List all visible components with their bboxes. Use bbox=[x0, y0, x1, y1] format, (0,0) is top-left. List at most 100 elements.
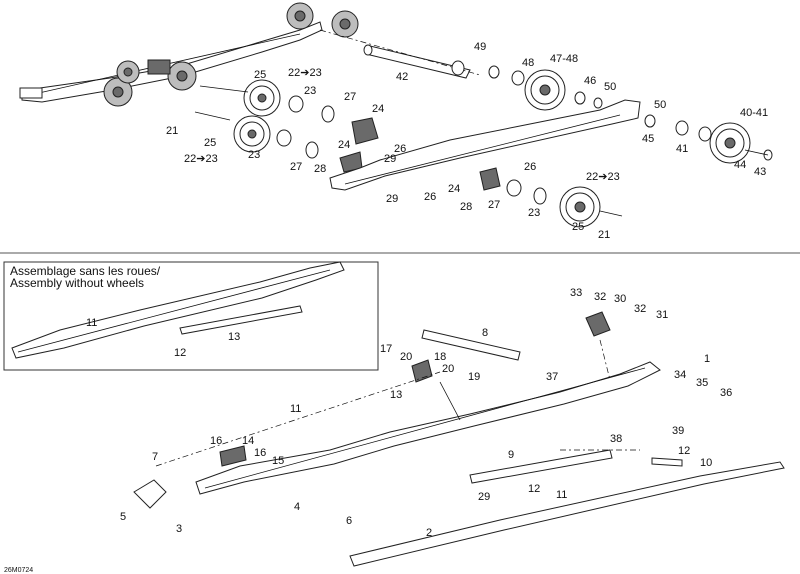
callout-16: 16 bbox=[210, 435, 222, 447]
callout-27: 27 bbox=[344, 91, 356, 103]
callout-18: 18 bbox=[434, 351, 446, 363]
callout-32: 32 bbox=[594, 291, 606, 303]
inset-box bbox=[3, 261, 379, 371]
callout-35: 35 bbox=[696, 377, 708, 389]
callout-29: 29 bbox=[384, 153, 396, 165]
wheel-40-41 bbox=[644, 114, 773, 164]
callout-33: 33 bbox=[570, 287, 582, 299]
hardware bbox=[155, 339, 640, 467]
callout-9: 9 bbox=[508, 449, 514, 461]
callout-28: 28 bbox=[314, 163, 326, 175]
callout-25-c: 25 bbox=[572, 221, 584, 233]
callout-12: 12 bbox=[678, 445, 690, 457]
bracket-30 bbox=[585, 311, 611, 337]
wheel-47-48 bbox=[524, 69, 566, 111]
callout-49: 49 bbox=[474, 41, 486, 53]
callout-20-b: 20 bbox=[442, 363, 454, 375]
callout-13: 13 bbox=[390, 389, 402, 401]
callout-7: 7 bbox=[152, 451, 158, 463]
bracket-18 bbox=[411, 359, 433, 383]
callout-19: 19 bbox=[468, 371, 480, 383]
callout-31: 31 bbox=[656, 309, 668, 321]
main-rail bbox=[195, 361, 661, 495]
callout-11-b: 11 bbox=[556, 489, 567, 501]
callout-24-b: 24 bbox=[338, 139, 350, 151]
callout-36: 36 bbox=[720, 387, 732, 399]
callout-20: 20 bbox=[400, 351, 412, 363]
callout-4: 4 bbox=[294, 501, 300, 513]
callout-47-48: 47-48 bbox=[550, 53, 578, 65]
callout-43: 43 bbox=[754, 166, 766, 178]
slider-2 bbox=[349, 461, 785, 567]
shaft-10 bbox=[651, 457, 683, 467]
callout-50: 50 bbox=[604, 81, 616, 93]
callout-12-inset: 12 bbox=[174, 347, 186, 359]
top-rail bbox=[329, 99, 641, 191]
callout-42: 42 bbox=[396, 71, 408, 83]
callout-24-c: 24 bbox=[448, 183, 460, 195]
callout-44: 44 bbox=[734, 159, 746, 171]
callout-labels: 49 42 48 47-48 46 50 25 22➔23 23 27 24 2… bbox=[86, 41, 768, 539]
callout-37: 37 bbox=[546, 371, 558, 383]
stopper-5 bbox=[133, 479, 167, 509]
callout-45: 45 bbox=[642, 133, 654, 145]
inset-title-fr: Assemblage sans les roues/ bbox=[10, 264, 161, 278]
callout-23-c: 23 bbox=[528, 207, 540, 219]
callout-50-b: 50 bbox=[654, 99, 666, 111]
callout-25-b: 25 bbox=[204, 137, 216, 149]
callout-22-23-c: 22➔23 bbox=[586, 171, 620, 183]
callout-32-b: 32 bbox=[634, 303, 646, 315]
callout-6: 6 bbox=[346, 515, 352, 527]
idler-arm-24 bbox=[339, 117, 379, 173]
callout-41: 41 bbox=[676, 143, 688, 155]
callout-40-41: 40-41 bbox=[740, 107, 768, 119]
callout-26-c: 26 bbox=[424, 191, 436, 203]
callout-21: 21 bbox=[166, 125, 178, 137]
callout-1: 1 bbox=[704, 353, 710, 365]
callout-26: 26 bbox=[394, 143, 406, 155]
callout-16-b: 16 bbox=[254, 447, 266, 459]
callout-28-b: 28 bbox=[460, 201, 472, 213]
callout-21-b: 21 bbox=[598, 229, 610, 241]
callout-15: 15 bbox=[272, 455, 284, 467]
callout-29-b: 29 bbox=[386, 193, 398, 205]
small-parts-top bbox=[451, 60, 603, 109]
callout-26-b: 26 bbox=[524, 161, 536, 173]
callout-24: 24 bbox=[372, 103, 384, 115]
wheel-25-top bbox=[199, 79, 335, 123]
callout-3: 3 bbox=[176, 523, 182, 535]
callout-2: 2 bbox=[426, 527, 432, 539]
callout-38: 38 bbox=[610, 433, 622, 445]
stopper-14 bbox=[219, 445, 247, 467]
wheel-25-lower bbox=[479, 167, 623, 228]
callout-5: 5 bbox=[120, 511, 126, 523]
callout-14: 14 bbox=[242, 435, 254, 447]
callout-22-23: 22➔23 bbox=[288, 67, 322, 79]
axle-rod bbox=[363, 44, 471, 79]
callout-25: 25 bbox=[254, 69, 266, 81]
callout-34: 34 bbox=[674, 369, 686, 381]
callout-10: 10 bbox=[700, 457, 712, 469]
callout-23: 23 bbox=[304, 85, 316, 97]
callout-48: 48 bbox=[522, 57, 534, 69]
callout-17: 17 bbox=[380, 343, 392, 355]
callout-29-c: 29 bbox=[478, 491, 490, 503]
wheel-23-left bbox=[194, 111, 319, 159]
callout-12-b: 12 bbox=[528, 483, 540, 495]
callout-8: 8 bbox=[482, 327, 488, 339]
crossbar-8 bbox=[421, 329, 521, 361]
callout-30: 30 bbox=[614, 293, 626, 305]
callout-22-23-b: 22➔23 bbox=[184, 153, 218, 165]
inset-title-en: Assembly without wheels bbox=[10, 276, 144, 290]
callout-23-b: 23 bbox=[248, 149, 260, 161]
callout-27-c: 27 bbox=[488, 199, 500, 211]
top-assembled-suspension bbox=[19, 2, 359, 107]
callout-11-inset: 11 bbox=[86, 317, 97, 329]
drawing-code: 26M0724 bbox=[4, 567, 33, 574]
callout-27-b: 27 bbox=[290, 161, 302, 173]
callout-11: 11 bbox=[290, 403, 301, 415]
callout-46: 46 bbox=[584, 75, 596, 87]
callout-39: 39 bbox=[672, 425, 684, 437]
